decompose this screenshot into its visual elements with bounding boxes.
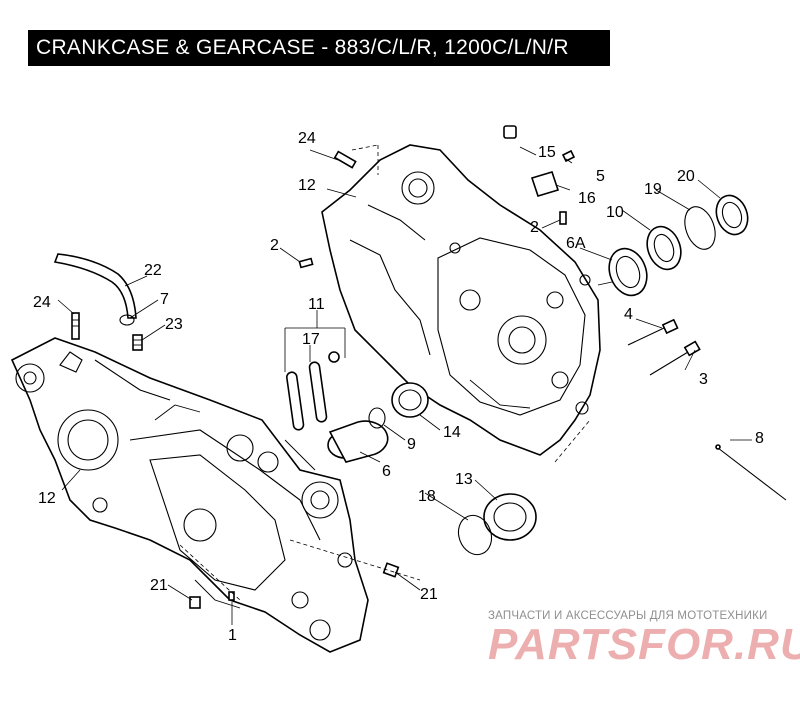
roller-bearing-13 [483,493,537,541]
right-crankcase-half [321,144,601,456]
bolt-4 [627,318,679,346]
plug [503,125,517,139]
callout-6a: 6A [566,235,586,252]
callout-21-left: 21 [150,577,168,594]
breather-hose [53,253,137,319]
callout-labels: 24 12 2 15 5 16 20 19 10 2 6A 22 7 24 11… [33,130,764,644]
watermark-tagline: ЗАПЧАСТИ И АКСЕССУАРЫ ДЛЯ МОТОТЕХНИКИ [488,610,768,622]
callout-2-right: 2 [530,219,539,236]
pin-8 [715,444,787,501]
dowel-pin-left [298,257,314,269]
callout-2-left: 2 [270,237,279,254]
callout-10: 10 [606,204,624,221]
left-crankcase-half [10,337,369,653]
callout-12-upper: 12 [298,177,316,194]
callout-22: 22 [144,262,162,279]
screw [561,149,576,163]
callout-24-upper: 24 [298,130,316,147]
cover-plate [530,171,560,197]
stud-left [71,312,80,340]
thrust-washer [608,247,648,297]
retaining-ring-19 [684,206,716,250]
callout-19: 19 [644,181,662,198]
bolt-3 [649,340,701,376]
callout-9: 9 [407,436,416,453]
stud-right [333,150,357,169]
callout-7: 7 [160,291,169,308]
callout-1: 1 [228,627,237,644]
retaining-ring-9 [368,407,386,429]
bushing [327,420,389,463]
hose-clamp [119,314,135,326]
callout-17: 17 [302,331,320,348]
callout-15: 15 [538,144,556,161]
plates [285,351,340,431]
callout-5: 5 [596,168,605,185]
dowel-pin-1 [228,591,235,601]
callout-13: 13 [455,471,473,488]
callout-16: 16 [578,190,596,207]
callout-18: 18 [418,488,436,505]
sprocket-bearing [715,194,749,236]
pipe-plug-right [382,562,400,578]
leader-lines [57,144,752,625]
callout-12-lower: 12 [38,490,56,507]
callout-11: 11 [308,296,325,313]
callout-4: 4 [624,306,633,323]
oil-seal [646,225,682,271]
dowel-pin-right [559,211,567,225]
callout-8: 8 [755,430,764,447]
callout-24-left: 24 [33,294,51,311]
retaining-ring-18 [457,514,493,556]
watermark-brand: PARTSFOR.RU [488,620,800,669]
callout-21-right: 21 [420,586,438,603]
callout-3: 3 [699,371,708,388]
callout-23: 23 [165,316,183,333]
callout-6: 6 [382,463,391,480]
roller-bearing-14 [391,382,429,418]
callout-14: 14 [443,424,461,441]
diagram-title: CRANKCASE & GEARCASE - 883/C/L/R, 1200C/… [28,30,610,66]
breather-fitting [132,334,143,351]
callout-20: 20 [677,168,695,185]
pipe-plug-left [189,596,201,609]
